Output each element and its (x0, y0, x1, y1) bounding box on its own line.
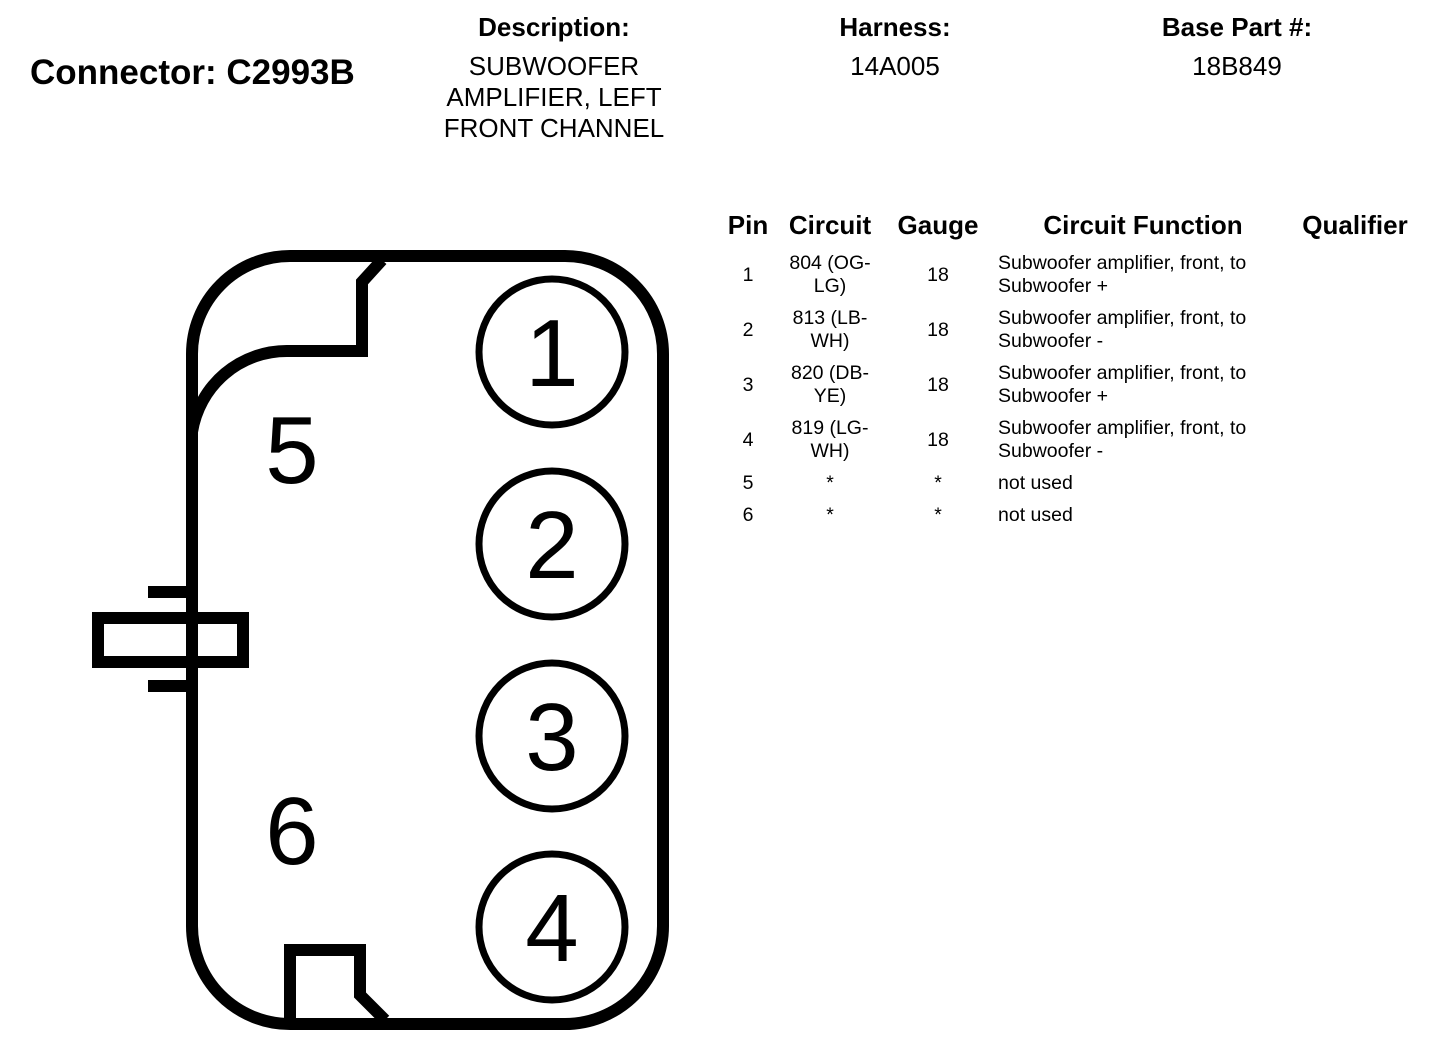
column-header-circuit-function: Circuit Function (1043, 210, 1243, 240)
circuit-cell: * (826, 472, 834, 494)
column-header-pin: Pin (727, 210, 769, 240)
harness-label: Harness: (839, 12, 951, 42)
pin-1-cavity (475, 275, 629, 429)
table-row: 5 * * not used (720, 468, 1416, 500)
base-part-block: Base Part #: 18B849 (1117, 12, 1357, 82)
base-part-value: 18B849 (1192, 51, 1282, 81)
circuit-cell: * (826, 504, 834, 526)
base-part-label: Base Part #: (1161, 12, 1313, 42)
column-header-circuit: Circuit (788, 210, 872, 240)
function-cell: Subwoofer amplifier, front, to Subwoofer… (998, 252, 1247, 297)
description-value: SUBWOOFER AMPLIFIER, LEFT FRONT CHANNEL (443, 51, 665, 143)
pin-cell: 2 (742, 318, 754, 341)
table-row: 6 * * not used (720, 500, 1416, 532)
pin-3-label: 3 (525, 684, 578, 791)
pin-3-cavity (475, 659, 629, 813)
gauge-cell: 18 (927, 263, 949, 286)
qualifier-cell (1294, 303, 1416, 358)
qualifier-cell (1294, 468, 1416, 500)
pin-cell: 5 (742, 472, 754, 494)
qualifier-cell (1294, 500, 1416, 532)
connector-title: Connector: C2993B (30, 53, 355, 92)
function-cell: Subwoofer amplifier, front, to Subwoofer… (998, 307, 1247, 352)
pin-5-label: 5 (265, 397, 318, 504)
pin-1-label: 1 (525, 300, 578, 407)
gauge-cell: 18 (927, 373, 949, 396)
column-header-gauge: Gauge (897, 210, 979, 240)
gauge-cell: 18 (927, 428, 949, 451)
harness-block: Harness: 14A005 (795, 12, 995, 82)
qualifier-cell (1294, 358, 1416, 413)
pin-cell: 3 (742, 373, 754, 396)
function-cell: not used (998, 504, 1073, 526)
description-label: Description: (478, 12, 630, 42)
pin-4-cavity (475, 850, 629, 1004)
pin-2-cavity (475, 467, 629, 621)
pin-4-label: 4 (525, 875, 578, 982)
column-header-qualifier: Qualifier (1302, 210, 1408, 240)
gauge-cell: * (934, 472, 942, 494)
table-row: 4 819 (LG-WH) 18 Subwoofer amplifier, fr… (720, 413, 1416, 468)
pin-table: Pin Circuit Gauge Circuit Function Quali… (720, 206, 1416, 532)
harness-value: 14A005 (850, 51, 940, 81)
circuit-cell: 820 (DB-YE) (790, 362, 870, 407)
pin-table-header-row: Pin Circuit Gauge Circuit Function Quali… (720, 206, 1416, 248)
side-latch (92, 612, 249, 668)
qualifier-cell (1294, 413, 1416, 468)
function-cell: not used (998, 472, 1073, 494)
table-row: 3 820 (DB-YE) 18 Subwoofer amplifier, fr… (720, 358, 1416, 413)
description-block: Description: SUBWOOFER AMPLIFIER, LEFT F… (425, 12, 683, 144)
circuit-cell: 819 (LG-WH) (791, 417, 869, 462)
function-cell: Subwoofer amplifier, front, to Subwoofer… (998, 362, 1247, 407)
connector-body-outline (186, 250, 669, 1030)
table-row: 1 804 (OG-LG) 18 Subwoofer amplifier, fr… (720, 248, 1416, 303)
bottom-key-notch (284, 944, 390, 1025)
gauge-cell: 18 (927, 318, 949, 341)
circuit-cell: 804 (OG-LG) (789, 252, 871, 297)
pin-cell: 4 (742, 428, 754, 451)
pin-cell: 1 (742, 263, 754, 286)
gauge-cell: * (934, 504, 942, 526)
table-row: 2 813 (LB-WH) 18 Subwoofer amplifier, fr… (720, 303, 1416, 358)
pin-6-label: 6 (265, 778, 318, 885)
function-cell: Subwoofer amplifier, front, to Subwoofer… (998, 417, 1247, 462)
circuit-cell: 813 (LB-WH) (792, 307, 868, 352)
qualifier-cell (1294, 248, 1416, 303)
pin-cell: 6 (742, 504, 754, 526)
pin-2-label: 2 (525, 492, 578, 599)
top-key-notch (186, 255, 387, 434)
